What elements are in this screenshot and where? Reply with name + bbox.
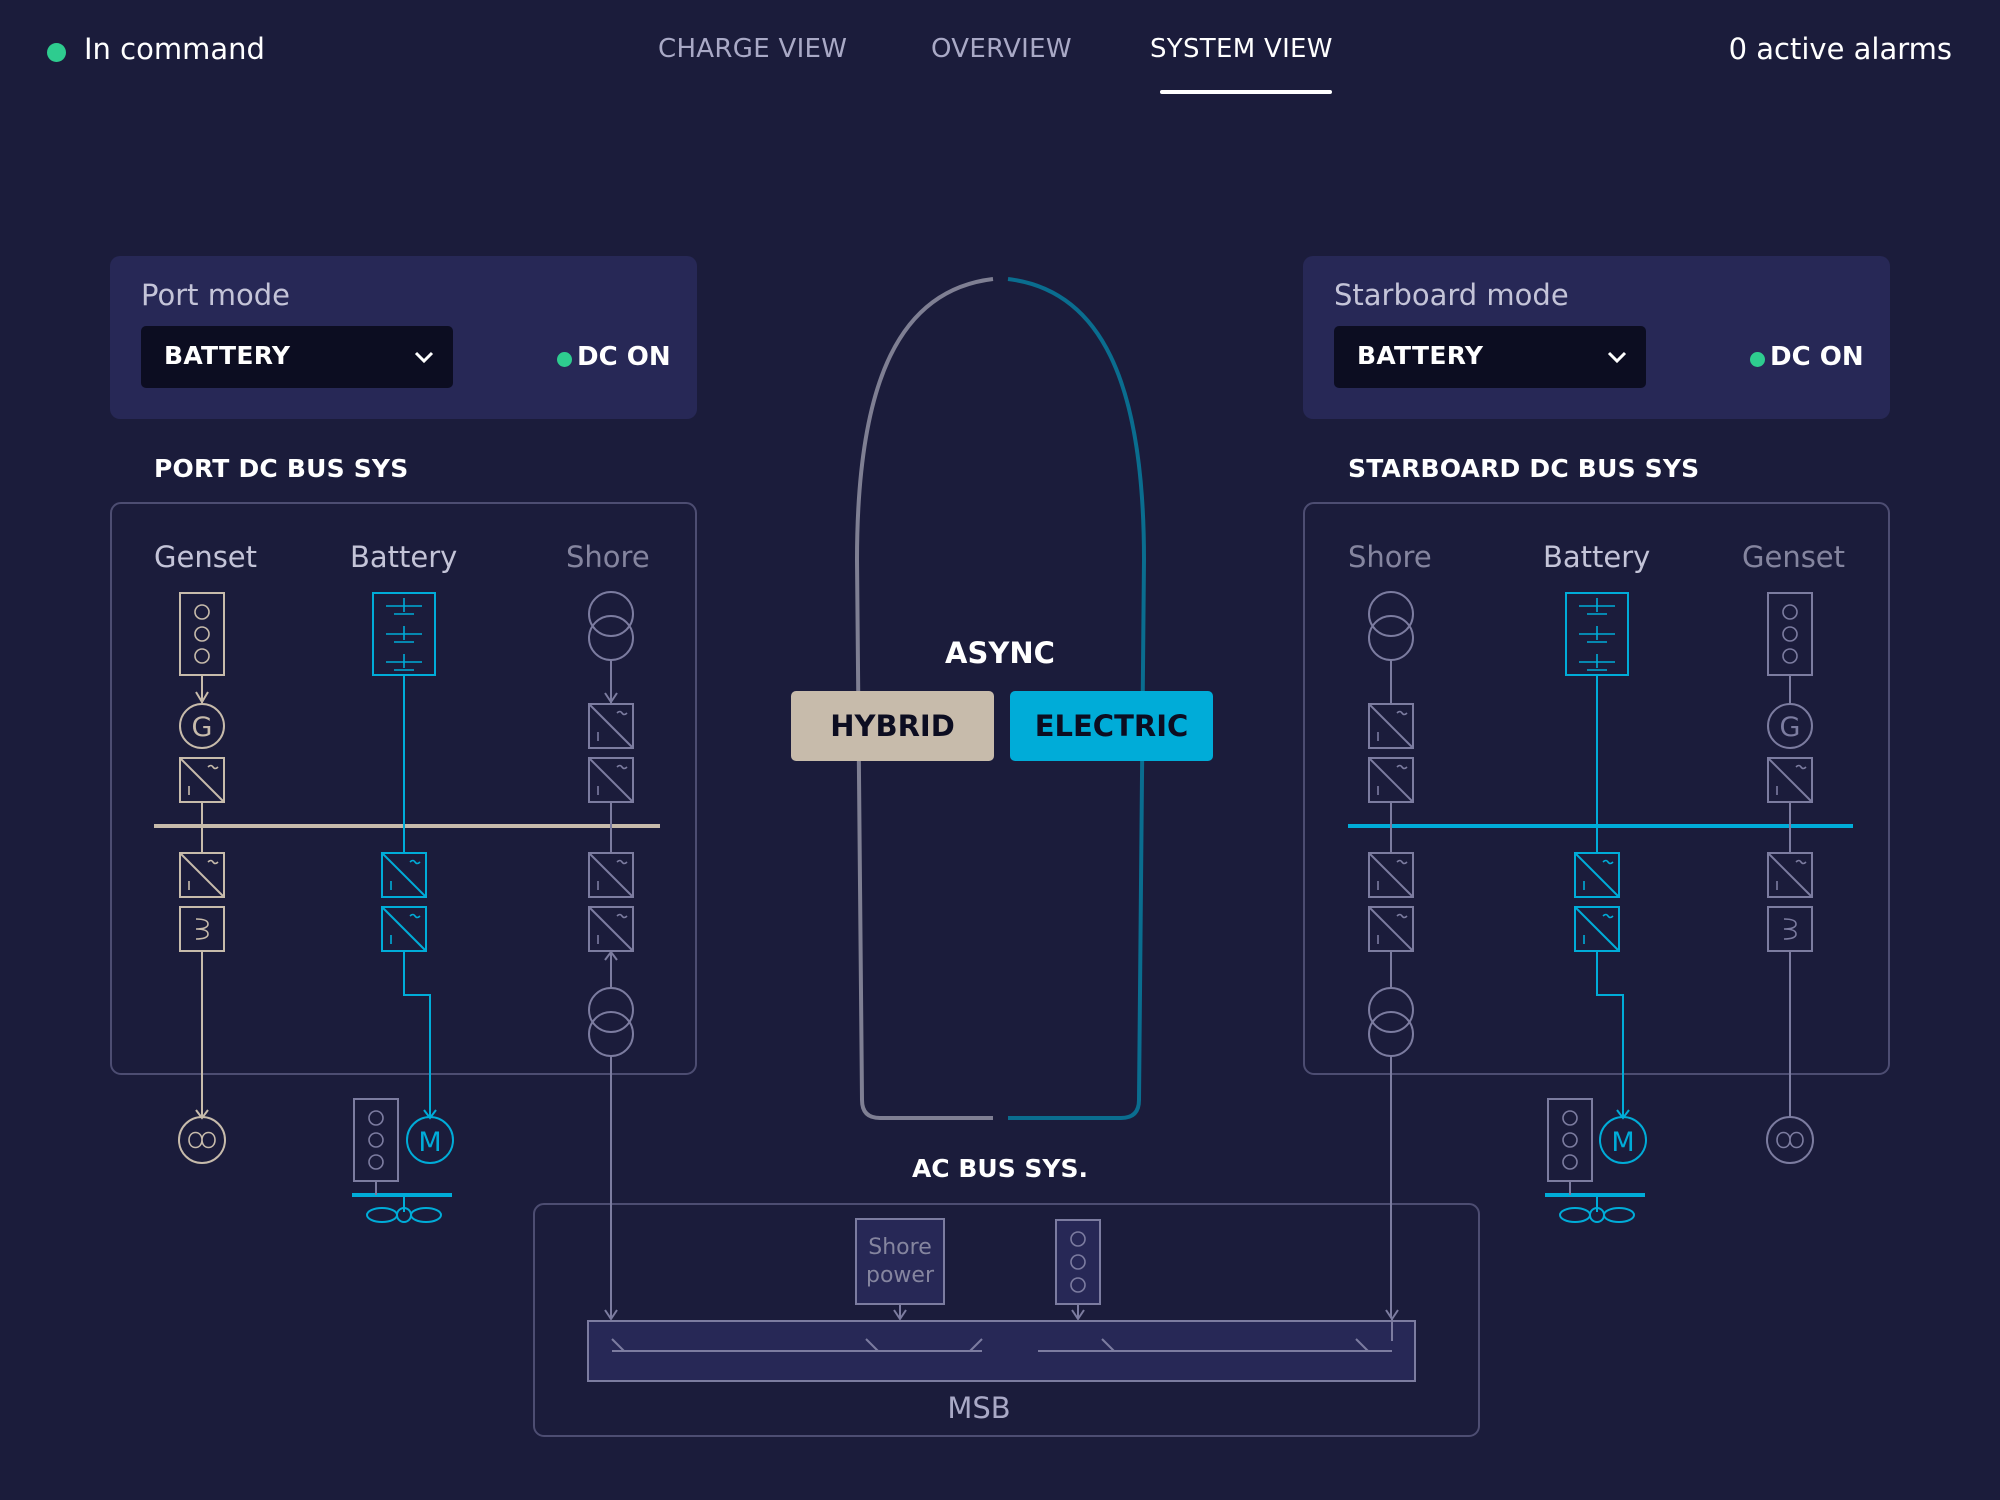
starboard-motor-symbol: M [1611, 1127, 1634, 1158]
port-dc-bus-title: PORT DC BUS SYS [154, 454, 409, 483]
port-col-battery: Battery [350, 540, 458, 574]
shore-power-line2: power [866, 1262, 934, 1288]
port-mode-title: Port mode [141, 278, 290, 312]
starboard-generator-symbol: G [1780, 712, 1801, 743]
status-dot [47, 43, 66, 62]
starboard-col-battery: Battery [1543, 540, 1651, 574]
port-dc-status-dot [557, 352, 572, 367]
active-tab-indicator [1160, 90, 1332, 94]
starboard-mode-value: BATTERY [1357, 341, 1484, 370]
port-mode-value: BATTERY [164, 341, 291, 370]
starboard-dc-bus-title: STARBOARD DC BUS SYS [1348, 454, 1700, 483]
starboard-mode-card: Starboard mode BATTERY DC ON [1303, 256, 1890, 419]
tab-charge-view[interactable]: CHARGE VIEW [658, 34, 848, 64]
port-mode-select[interactable]: BATTERY [141, 326, 453, 388]
starboard-mode-title: Starboard mode [1334, 278, 1569, 312]
chevron-down-icon [1607, 351, 1627, 364]
port-generator-symbol: G [192, 712, 213, 743]
command-status: In command [84, 32, 265, 66]
shore-power-box [855, 1218, 945, 1305]
ac-bus-frame [533, 1203, 1480, 1437]
msb-label: MSB [947, 1391, 1011, 1425]
hull-port-half [854, 277, 994, 1120]
starboard-dc-status: DC ON [1770, 342, 1864, 372]
sync-mode-label: ASYNC [945, 636, 1055, 670]
starboard-col-shore: Shore [1348, 540, 1432, 574]
shore-power-line1: Shore [868, 1234, 932, 1260]
port-motor-symbol: M [418, 1127, 441, 1158]
tab-system-view[interactable]: SYSTEM VIEW [1150, 34, 1333, 64]
port-mode-card: Port mode BATTERY DC ON [110, 256, 697, 419]
starboard-col-genset: Genset [1742, 540, 1846, 574]
electric-button[interactable]: ELECTRIC [1010, 691, 1213, 761]
active-alarms[interactable]: 0 active alarms [1728, 32, 1952, 66]
hull-starboard-half [1007, 277, 1147, 1120]
port-col-shore: Shore [566, 540, 650, 574]
port-dc-bus-frame [110, 502, 697, 1075]
ac-bus-title: AC BUS SYS. [911, 1154, 1089, 1183]
chevron-down-icon [414, 351, 434, 364]
starboard-dc-status-dot [1750, 352, 1765, 367]
starboard-dc-bus-frame [1303, 502, 1890, 1075]
hybrid-button[interactable]: HYBRID [791, 691, 994, 761]
port-col-genset: Genset [154, 540, 258, 574]
starboard-mode-select[interactable]: BATTERY [1334, 326, 1646, 388]
port-dc-status: DC ON [577, 342, 671, 372]
tab-overview[interactable]: OVERVIEW [931, 34, 1072, 64]
